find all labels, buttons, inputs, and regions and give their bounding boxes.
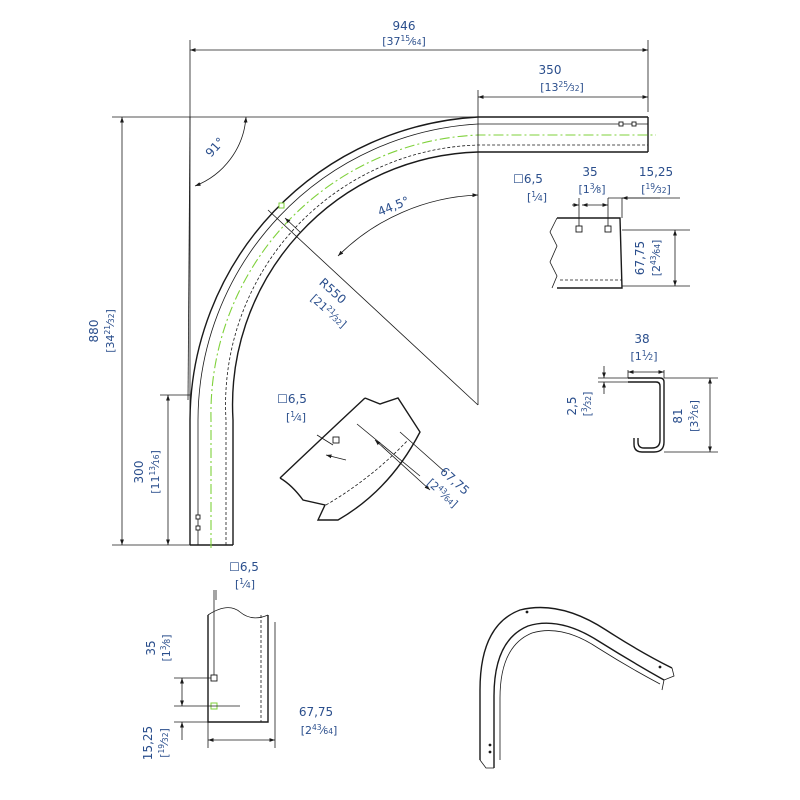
profile-shape (628, 377, 665, 453)
dimension-angle-total: 91° (112, 116, 478, 420)
detail-top-body (557, 217, 623, 289)
dimension-overall-width: 946 [3715⁄64] (189, 19, 649, 120)
detail-mid-hole-inch: [1⁄4] (286, 410, 306, 424)
dimension-leg-height: 300 [1113⁄16] (132, 394, 190, 545)
iso-hole (525, 610, 529, 614)
detail-top-pitch-label: 35 (582, 165, 597, 179)
angle-44-label: 44,5° (376, 194, 412, 219)
detail-bottom-body (207, 615, 269, 723)
detail-bottom-edge-inch: [19⁄32] (157, 728, 171, 758)
profile-thickness-inch: [3⁄32] (580, 392, 594, 417)
angle-91-label: 91° (203, 135, 228, 160)
dim-300-inch: [1113⁄16] (148, 450, 162, 494)
dim-946-label: 946 (393, 19, 416, 33)
detail-top-right: ☐6,5 [1⁄4] 35 [13⁄8] 15,25 [19⁄32] 67,75… (513, 165, 690, 289)
track-hole (631, 121, 637, 127)
track-outer-edge (189, 116, 648, 545)
dim-300-label: 300 (132, 461, 146, 484)
dim-946-inch: [3715⁄64] (382, 34, 426, 48)
detail-bottom-hole-inch: [1⁄4] (235, 577, 255, 591)
track-hole (195, 514, 201, 520)
detail-top-hole-inch: [1⁄4] (527, 190, 547, 204)
detail-mid-hole-label: ☐6,5 (277, 392, 307, 406)
iso-hole (488, 743, 492, 747)
profile-height-inch: [33⁄16] (687, 400, 701, 432)
detail-bottom-height-inch: [243⁄64] (301, 723, 338, 737)
profile-height-label: 81 (671, 408, 685, 423)
profile-section: 38 [11⁄2] 2,5 [3⁄32] 81 [33⁄16] (565, 332, 718, 453)
detail-middle: ☐6,5 [1⁄4] 67,75 [243⁄64] (277, 392, 472, 521)
detail-bottom-left: ☐6,5 [1⁄4] 35 [13⁄8] 15,25 [19⁄32] 67,75… (141, 560, 337, 760)
track-outer-flange (197, 123, 648, 545)
detail-top-hole-label: ☐6,5 (513, 172, 543, 186)
track-hole (618, 121, 624, 127)
detail-top-height-inch: [243⁄64] (649, 240, 663, 277)
detail-bottom-pitch-inch: [13⁄8] (159, 635, 173, 662)
detail-top-pitch-inch: [13⁄8] (579, 182, 606, 196)
profile-shape-inner (628, 381, 661, 449)
iso-outer-edge (479, 606, 673, 760)
detail-bottom-pitch-label: 35 (144, 640, 158, 655)
dim-880-label: 880 (87, 320, 101, 343)
isometric-view (479, 606, 675, 769)
iso-hole (488, 750, 492, 754)
dimension-straight-length: 350 [1325⁄32] (477, 63, 648, 117)
track-hole (195, 525, 201, 531)
dim-350-inch: [1325⁄32] (540, 80, 584, 94)
detail-bottom-height-label: 67,75 (299, 705, 333, 719)
iso-inner-edge (493, 622, 665, 768)
profile-thickness-label: 2,5 (565, 396, 579, 415)
detail-top-hole (604, 225, 612, 233)
profile-width-label: 38 (634, 332, 649, 346)
detail-bottom-hole (210, 674, 218, 682)
profile-width-inch: [11⁄2] (631, 349, 658, 363)
detail-top-hole (575, 225, 583, 233)
dim-350-label: 350 (539, 63, 562, 77)
dim-880-inch: [3421⁄32] (103, 309, 117, 353)
detail-bottom-hole-label: ☐6,5 (229, 560, 259, 574)
track-inner-edge (231, 151, 648, 545)
detail-top-height-label: 67,75 (633, 241, 647, 275)
detail-bottom-edge-label: 15,25 (141, 726, 155, 760)
track-inner-flange (225, 144, 648, 545)
detail-top-edge-inch: [19⁄32] (641, 182, 671, 196)
iso-hole (658, 665, 662, 669)
detail-top-edge-label: 15,25 (639, 165, 673, 179)
track-hole (278, 202, 285, 209)
detail-mid-hole (332, 436, 340, 444)
dimension-overall-height: 880 [3421⁄32] (87, 117, 190, 546)
